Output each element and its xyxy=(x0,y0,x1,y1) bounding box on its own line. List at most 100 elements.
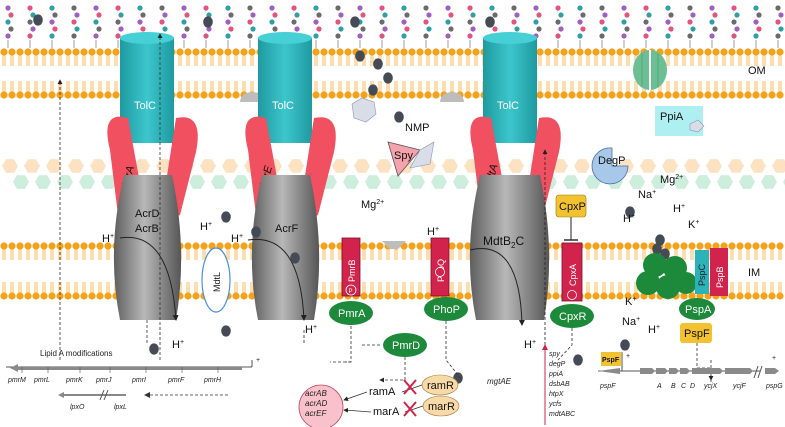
drug-molecule xyxy=(355,50,365,62)
lipid-head xyxy=(32,48,40,56)
peptidoglycan-hexagon xyxy=(739,175,755,189)
peptidoglycan-hexagon xyxy=(772,159,785,173)
pspb-protein xyxy=(710,248,728,296)
lipid-head xyxy=(80,91,88,99)
lipid-head xyxy=(48,48,56,56)
drug-molecule xyxy=(350,16,360,28)
lipid-head xyxy=(720,48,728,56)
lipid-head xyxy=(768,292,776,300)
proton-label: H+ xyxy=(172,339,184,351)
lipid-head xyxy=(0,48,8,56)
lipid-head xyxy=(600,91,608,99)
mdtl-transporter: MdtL xyxy=(201,247,231,313)
lipid-head xyxy=(32,242,40,250)
lipid-head xyxy=(432,91,440,99)
lipid-head xyxy=(624,242,632,250)
lipid-head xyxy=(376,48,384,56)
lipid-head xyxy=(680,292,688,300)
lipid-head xyxy=(440,48,448,56)
lipid-head xyxy=(64,242,72,250)
om-label: OM xyxy=(748,65,766,77)
lipid-head xyxy=(88,48,96,56)
lipid-head xyxy=(392,292,400,300)
peptidoglycan-hexagon xyxy=(684,159,700,173)
lipid-head xyxy=(752,48,760,56)
lipid-head xyxy=(376,242,384,250)
lipid-head xyxy=(640,242,648,250)
lipid-head xyxy=(104,292,112,300)
lipid-head xyxy=(608,48,616,56)
lipid-head xyxy=(376,91,384,99)
lipid-head xyxy=(744,292,752,300)
lipid-head xyxy=(40,242,48,250)
lipid-head xyxy=(216,48,224,56)
peptidoglycan-hexagon xyxy=(46,159,62,173)
lipid-head xyxy=(608,242,616,250)
lipid-head xyxy=(776,242,784,250)
lipid-head xyxy=(232,91,240,99)
pspb-label: PspB xyxy=(715,266,725,288)
lipid-head xyxy=(384,292,392,300)
lipid-head xyxy=(192,48,200,56)
lipid-head xyxy=(736,91,744,99)
lipid-head xyxy=(584,242,592,250)
lipid-head xyxy=(248,48,256,56)
phoq-phop-system: PhoQ PhoP PmrD xyxy=(383,237,468,357)
lipid-head xyxy=(616,91,624,99)
svg-text:+: + xyxy=(772,355,776,362)
lipid-head xyxy=(624,292,632,300)
mg-ion-label: Mg2+ xyxy=(660,174,683,186)
spy-chaperone: Spy xyxy=(387,141,435,177)
lipid-head xyxy=(104,48,112,56)
marr-label: marR xyxy=(428,401,455,413)
promoter-plus: + xyxy=(256,357,260,364)
lipid-head xyxy=(688,91,696,99)
h-ion-label: H+ xyxy=(648,324,660,336)
svg-text:PspF: PspF xyxy=(602,357,620,364)
lipid-head xyxy=(240,242,248,250)
pspa-ring xyxy=(636,253,697,299)
peptidoglycan-hexagon xyxy=(662,159,678,173)
lipid-head xyxy=(680,91,688,99)
acr-target-circle xyxy=(298,384,344,427)
lipid-head xyxy=(752,242,760,250)
lipid-head xyxy=(432,48,440,56)
lipid-head xyxy=(696,91,704,99)
lipid-head xyxy=(760,292,768,300)
lipid-head xyxy=(64,48,72,56)
lipid-head xyxy=(664,48,672,56)
mgtae-label-group: mgtAE xyxy=(487,377,512,386)
lipid-head xyxy=(560,48,568,56)
tolc-label: TolC xyxy=(134,100,156,112)
lps-chain xyxy=(181,5,190,48)
peptidoglycan-hexagon xyxy=(695,175,711,189)
acrf-transporter xyxy=(251,175,320,320)
lipid-head xyxy=(464,91,472,99)
lipid-head xyxy=(584,91,592,99)
lipid-head xyxy=(40,48,48,56)
lipid-head xyxy=(208,48,216,56)
lipid-head xyxy=(320,242,328,250)
proton-label: H+ xyxy=(524,339,536,351)
mgtae-label: mgtAE xyxy=(487,377,512,386)
ion-labels: Mg2+ Mg2+ Na+ H+ H+ K+ K+ Na+ H+ xyxy=(361,174,699,336)
k-ion-label: K+ xyxy=(625,296,636,308)
lipid-head xyxy=(464,242,472,250)
peptidoglycan-hexagon xyxy=(750,159,766,173)
lipid-head xyxy=(24,91,32,99)
h-ion-label: H+ xyxy=(623,213,635,225)
lipid-head xyxy=(576,91,584,99)
ramr-label: ramR xyxy=(427,380,454,392)
lipid-head xyxy=(360,242,368,250)
pspc-protein xyxy=(695,250,709,294)
lipid-head xyxy=(624,48,632,56)
lipid-head xyxy=(608,292,616,300)
spy-label: Spy xyxy=(394,150,413,162)
cpxp-label: CpxP xyxy=(559,201,586,213)
lipid-head xyxy=(24,48,32,56)
lps-chain xyxy=(423,5,432,48)
lps-chain xyxy=(621,5,630,48)
pspa-label: PspA xyxy=(685,304,712,316)
lipid-head xyxy=(88,91,96,99)
